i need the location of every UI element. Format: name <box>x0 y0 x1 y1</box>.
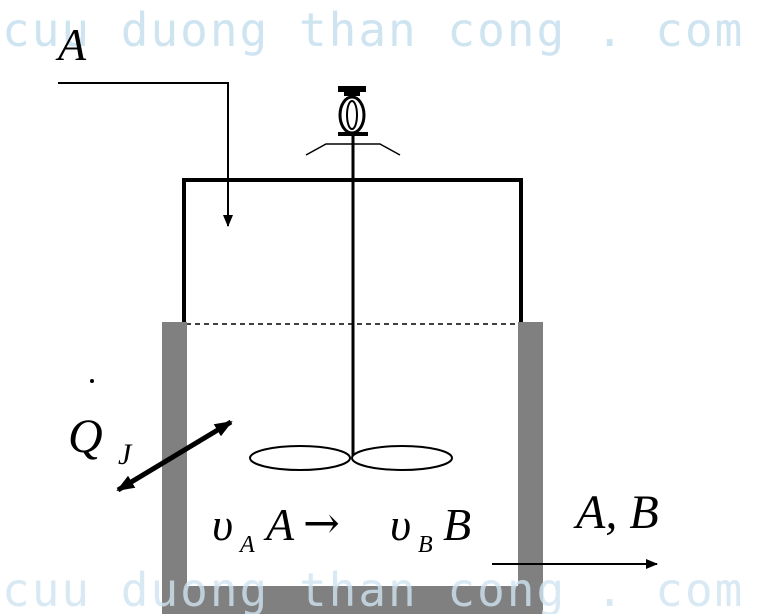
reaction-coef-b: υ <box>390 499 411 550</box>
feed-inlet-arrow <box>58 82 233 227</box>
jacket-bottom <box>162 586 543 614</box>
reaction-species-b: B <box>443 499 471 550</box>
heat-dot <box>90 379 94 383</box>
impeller-blade-left <box>249 445 351 471</box>
reaction-species-a: A <box>263 499 295 550</box>
heat-label: Q J <box>68 379 133 471</box>
outlet-label: A, B <box>573 486 659 539</box>
feed-label: A <box>55 19 87 70</box>
watermark-bottom: cuu duong than cong . com <box>2 563 744 614</box>
jacket-right-wall <box>518 322 543 614</box>
watermark-top: cuu duong than cong . com <box>2 3 744 57</box>
heat-symbol: Q <box>68 410 103 463</box>
reaction-coef-a: υ <box>212 499 233 550</box>
reaction-sub-a: A <box>238 532 255 558</box>
impeller-blade-right <box>351 445 453 471</box>
motor-icon <box>305 86 401 156</box>
reaction-equation: υ A A → υ B B <box>212 498 471 558</box>
reaction-arrow: → <box>303 498 340 549</box>
heat-subscript: J <box>118 438 133 471</box>
reaction-sub-b: B <box>418 532 433 558</box>
heat-flow-arrow <box>116 419 233 493</box>
